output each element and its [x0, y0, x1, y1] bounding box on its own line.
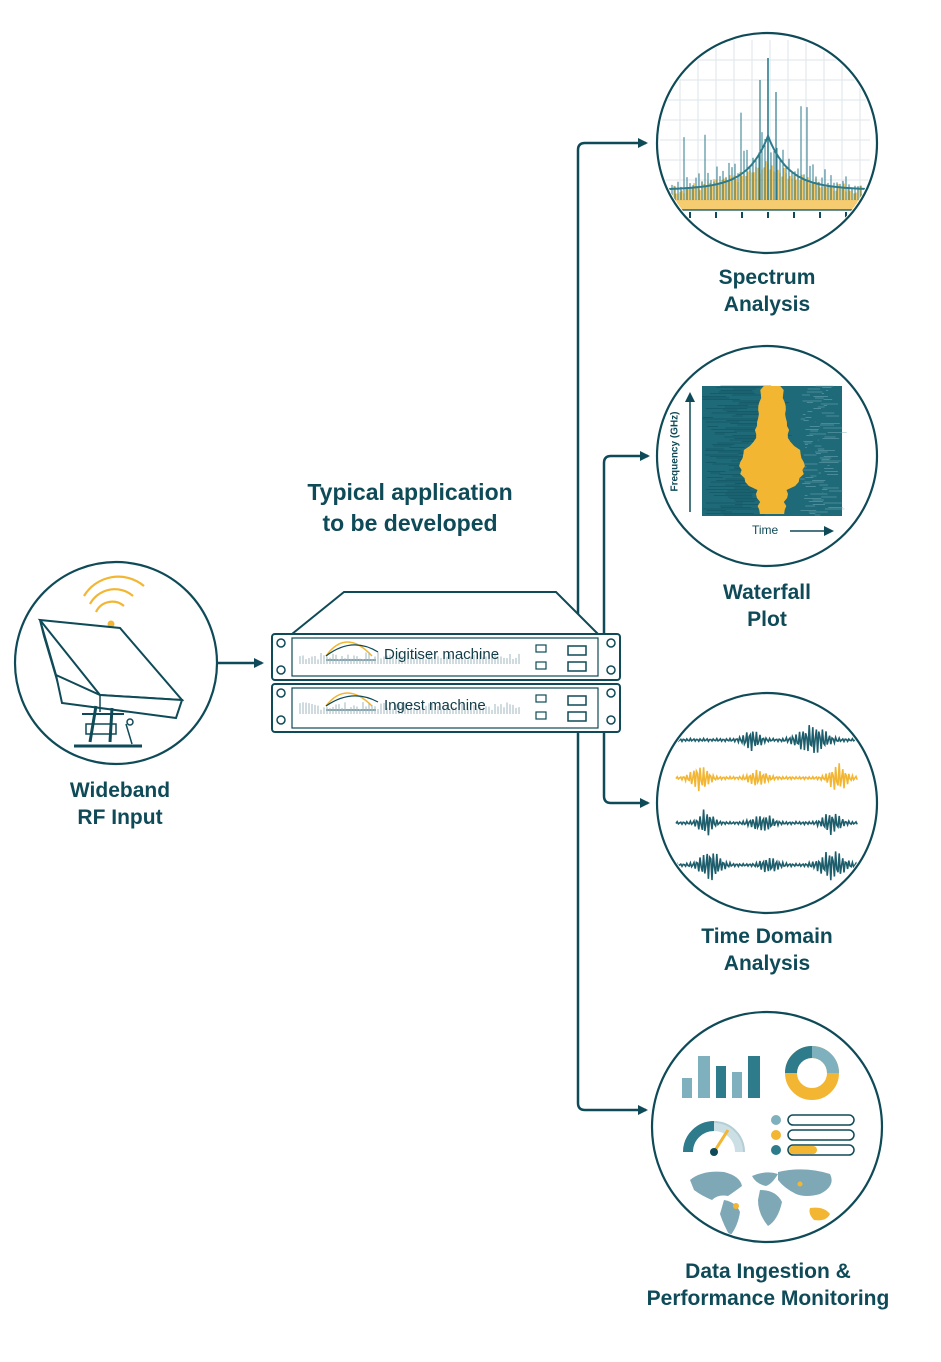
vent-grille [299, 652, 520, 664]
bar-chart-icon [682, 1056, 760, 1098]
ingest-unit[interactable] [271, 683, 621, 733]
connectors [218, 138, 650, 1115]
monitoring-label-line2: Performance Monitoring [646, 1287, 890, 1310]
spectrum-label-line1: Spectrum [718, 266, 816, 289]
dashboard-icon [682, 1046, 855, 1236]
waterfall-plot-node [655, 344, 879, 568]
ingest-machine-label: Ingest machine [384, 697, 486, 714]
time-domain-label: Time Domain Analysis [647, 923, 887, 977]
rf-input-label: Wideband RF Input [20, 777, 220, 831]
spectrum-chart-icon [660, 40, 870, 218]
bottom-connector [576, 732, 648, 1115]
time-connector [602, 732, 650, 808]
receiver-device-icon [37, 575, 185, 748]
time-domain-label-line1: Time Domain [701, 925, 833, 948]
spectrum-analysis-node [655, 31, 879, 255]
time-domain-label-line2: Analysis [723, 952, 811, 975]
waterfall-y-axis-label: Frequency (GHz) [669, 411, 681, 492]
waterfall-x-axis-label: Time [752, 523, 779, 537]
rf-input-node [13, 560, 219, 766]
time-domain-node [655, 691, 879, 915]
gauge-icon [683, 1121, 745, 1156]
application-title-line1: Typical application [307, 479, 513, 505]
waterfall-plot-label: Waterfall Plot [647, 579, 887, 633]
world-map-icon [690, 1169, 832, 1236]
spectrum-label-line2: Analysis [723, 293, 811, 316]
monitoring-label-line1: Data Ingestion & [685, 1260, 851, 1283]
application-title-line2: to be developed [322, 510, 498, 536]
vent-grille [299, 702, 520, 714]
monitoring-node [650, 1010, 884, 1244]
rf-input-label-line2: RF Input [77, 806, 163, 829]
waterfall-label-line1: Waterfall [723, 581, 811, 604]
rf-input-label-line1: Wideband [69, 779, 171, 802]
status-list-icon [771, 1114, 855, 1156]
donut-chart-icon [785, 1046, 839, 1100]
digitiser-unit[interactable] [271, 633, 621, 681]
waterfall-chart-icon [685, 385, 847, 536]
waterfall-label-line2: Plot [747, 608, 787, 631]
spectrum-connector [576, 138, 648, 640]
spectrum-analysis-label: Spectrum Analysis [647, 264, 887, 318]
waterfall-connector [602, 451, 650, 640]
time-domain-waveforms-icon [675, 725, 858, 881]
digitiser-machine-label: Digitiser machine [384, 646, 500, 663]
monitoring-label: Data Ingestion & Performance Monitoring [612, 1258, 924, 1312]
rack-lid [289, 591, 601, 635]
rack-stack [271, 591, 621, 733]
application-title: Typical application to be developed [270, 477, 550, 539]
